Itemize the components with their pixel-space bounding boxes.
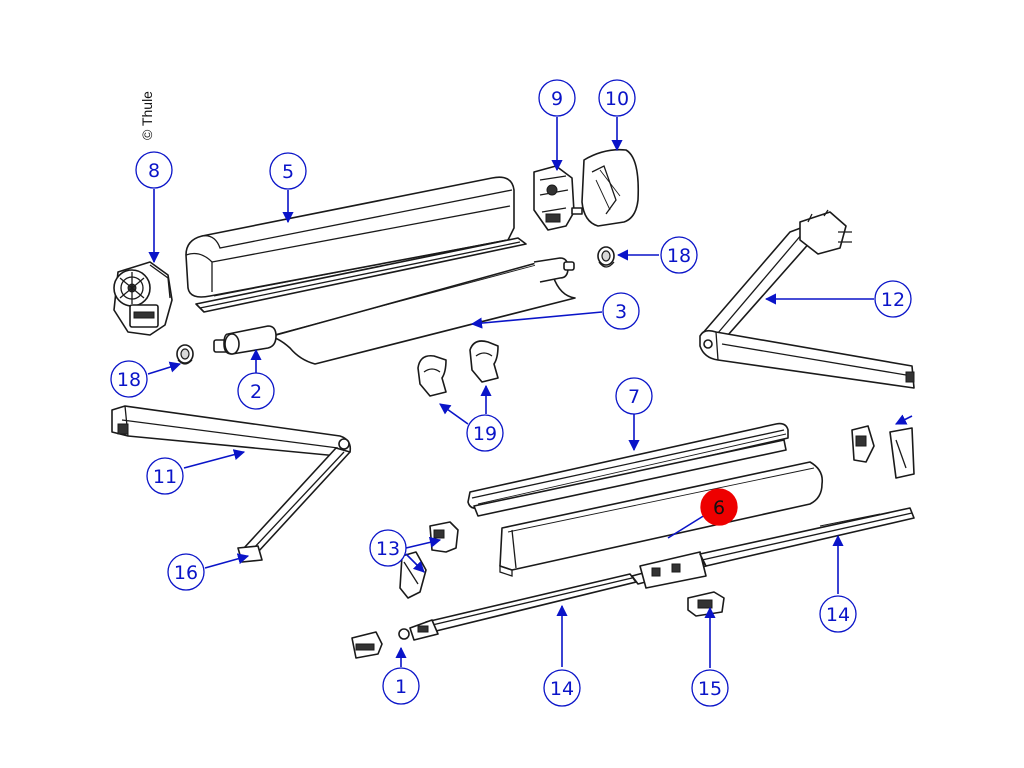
callout-2[interactable]: 2	[237, 372, 275, 410]
callout-11[interactable]: 11	[146, 457, 184, 495]
leader-3	[470, 311, 603, 329]
svg-text:13: 13	[376, 538, 400, 560]
part-2-roller-tube	[213, 257, 575, 355]
callout-6[interactable]: 6	[700, 488, 738, 526]
callout-10[interactable]: 10	[598, 79, 636, 117]
callouts: 1 2 3 5 6 7 8 9 10 11 12 13 14 14 15 16 …	[110, 79, 912, 707]
svg-text:16: 16	[174, 562, 198, 584]
callout-18a[interactable]: 18	[110, 360, 148, 398]
leader-16	[204, 553, 250, 569]
part-18-bushing-left	[176, 344, 194, 365]
callout-14b[interactable]: 14	[819, 595, 857, 633]
part-14-front-rail	[398, 507, 915, 641]
callout-18b[interactable]: 18	[660, 236, 698, 274]
part-18-bushing-right	[597, 246, 615, 268]
callout-9[interactable]: 9	[538, 79, 576, 117]
leader-13	[405, 536, 442, 549]
part-7-front-profile	[467, 422, 789, 517]
svg-text:9: 9	[551, 88, 563, 110]
svg-text:19: 19	[473, 423, 497, 445]
callout-14a[interactable]: 14	[543, 669, 581, 707]
part-8-motor-unit	[113, 261, 173, 336]
part-19-clips	[417, 340, 499, 397]
svg-text:11: 11	[153, 466, 177, 488]
callout-5[interactable]: 5	[269, 152, 307, 190]
part-6-valance-profile	[499, 461, 824, 577]
callout-13[interactable]: 13	[369, 529, 407, 567]
part-9-end-bracket	[533, 165, 583, 231]
svg-text:10: 10	[605, 88, 629, 110]
svg-text:5: 5	[282, 161, 294, 183]
callout-16[interactable]: 16	[167, 553, 205, 591]
part-15-slider	[687, 591, 725, 617]
svg-text:14: 14	[826, 604, 850, 626]
leader-lines	[147, 117, 913, 668]
part-right-edge-brackets	[851, 425, 915, 479]
leader-11	[183, 449, 246, 469]
part-13-bracket	[399, 521, 459, 599]
svg-text:15: 15	[698, 678, 722, 700]
svg-text:1: 1	[395, 676, 407, 698]
part-10-end-cover	[581, 148, 640, 227]
svg-text:3: 3	[615, 301, 627, 323]
part-1-end-plug	[351, 631, 383, 659]
callout-12[interactable]: 12	[874, 280, 912, 318]
svg-text:14: 14	[550, 678, 574, 700]
svg-text:18: 18	[667, 245, 691, 267]
part-12-right-arm	[699, 209, 915, 389]
part-11-left-arm	[111, 405, 352, 563]
leader-19a	[439, 403, 469, 425]
leader-right-edge	[894, 414, 913, 425]
svg-text:12: 12	[881, 289, 905, 311]
svg-text:6: 6	[713, 497, 725, 519]
callout-19[interactable]: 19	[466, 414, 504, 452]
part-5-cassette-cover	[185, 176, 527, 313]
svg-text:2: 2	[250, 381, 262, 403]
callout-7[interactable]: 7	[615, 377, 653, 415]
svg-text:8: 8	[148, 160, 160, 182]
copyright-text: © Thule	[139, 91, 155, 140]
leader-6	[667, 514, 706, 539]
leader-13b	[405, 553, 425, 573]
callout-1[interactable]: 1	[382, 667, 420, 705]
callout-8[interactable]: 8	[135, 151, 173, 189]
svg-text:18: 18	[117, 369, 141, 391]
leader-18a	[147, 361, 182, 375]
svg-text:7: 7	[628, 386, 640, 408]
callout-3[interactable]: 3	[602, 292, 640, 330]
callout-15[interactable]: 15	[691, 669, 729, 707]
